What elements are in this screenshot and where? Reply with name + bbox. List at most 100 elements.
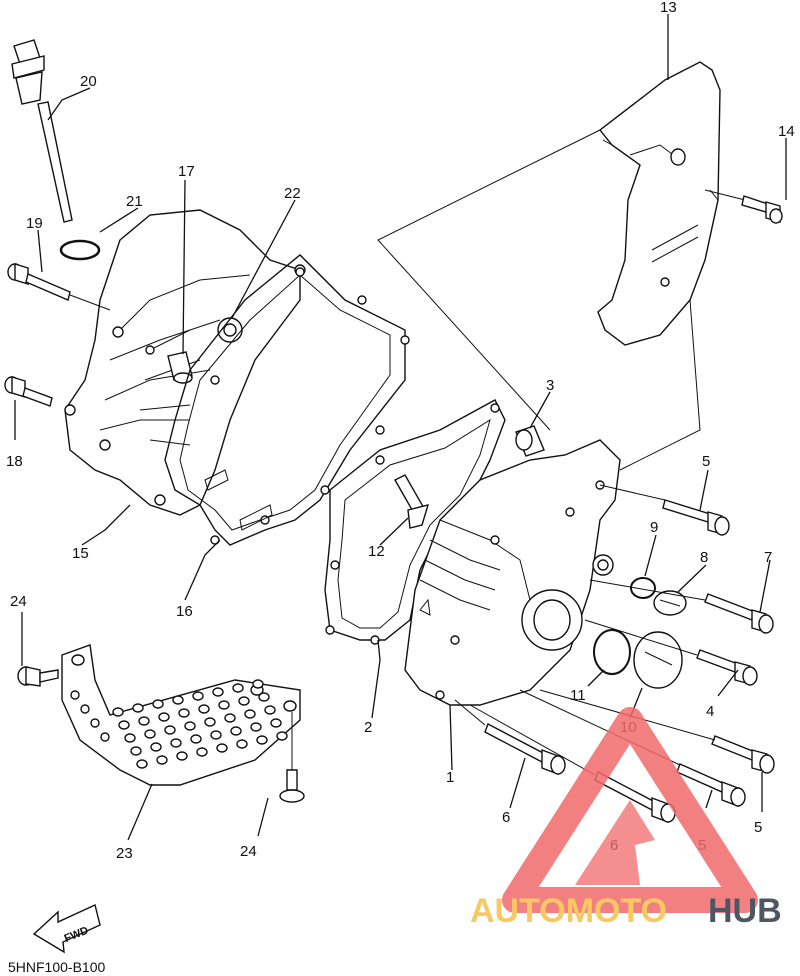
callout-9-label: 9 <box>650 519 658 536</box>
callout-21: 21 <box>126 193 143 210</box>
callout-7-label: 7 <box>764 549 772 566</box>
callout-24-right: 24 <box>240 843 257 860</box>
skid-plate-hole <box>210 730 222 740</box>
skid-plate-hole <box>156 755 168 765</box>
skid-plate-hole <box>258 692 270 702</box>
bolt-part-18 <box>4 376 53 407</box>
bolt-part-14 <box>704 189 783 224</box>
callout-14: 14 <box>778 123 795 140</box>
skid-plate-hole <box>192 691 204 701</box>
skid-plate-hole <box>264 705 276 715</box>
skid-plate-hole <box>164 725 176 735</box>
diagram-code: 5HNF100-B100 <box>8 959 105 975</box>
o-ring-part-21 <box>59 239 101 261</box>
o-ring-part-9 <box>630 577 656 599</box>
bolt-part-5-mid <box>711 735 775 774</box>
callout-1: 1 <box>446 769 454 786</box>
watermark-text-part2: HUB <box>708 892 782 930</box>
dipstick-part <box>11 39 73 223</box>
skid-plate-hole <box>172 695 184 705</box>
leader-lines <box>14 14 787 841</box>
callout-23: 23 <box>116 845 133 862</box>
skid-plate-hole <box>230 726 242 736</box>
skid-plate-hole <box>218 700 230 710</box>
plug-part-10 <box>633 631 683 689</box>
callout-5-right: 5 <box>754 819 762 836</box>
skid-plate-hole <box>130 746 142 756</box>
watermark-text-part1: AUTOMOTO <box>470 892 667 930</box>
skid-plate-hole <box>144 729 156 739</box>
callout-4: 4 <box>706 703 714 720</box>
callout-22: 22 <box>284 185 301 202</box>
callout-17: 17 <box>178 163 195 180</box>
callout-16: 16 <box>176 603 193 620</box>
skid-plate-hole <box>236 739 248 749</box>
skid-plate-hole <box>250 722 262 732</box>
skid-plate-hole <box>178 708 190 718</box>
skid-plate-hole <box>80 704 90 714</box>
fwd-arrow-icon: FWD <box>32 904 101 954</box>
skid-plate-hole <box>136 759 148 769</box>
callout-8: 8 <box>700 549 708 566</box>
skid-plate-hole <box>138 716 150 726</box>
callout-6-left: 6 <box>502 809 510 826</box>
skid-plate-hole <box>244 709 256 719</box>
watermark-triangle-icon <box>502 707 758 913</box>
skid-plate-part <box>61 644 301 786</box>
skid-plate-hole <box>150 742 162 752</box>
callout-2: 2 <box>364 719 372 736</box>
skid-plate-hole <box>152 699 164 709</box>
watermark-logo: AUTOMOTO HUB <box>470 707 782 930</box>
skid-plate-hole <box>70 690 80 700</box>
bolt-part-24-left <box>17 666 59 687</box>
skid-plate-hole <box>190 734 202 744</box>
dowel-part-3 <box>515 425 545 457</box>
callout-13: 13 <box>660 0 677 16</box>
skid-plate-hole <box>216 743 228 753</box>
callout-5-top: 5 <box>702 453 710 470</box>
skid-plate-hole <box>112 707 124 717</box>
bolt-part-5-low <box>676 763 746 808</box>
skid-plate-hole <box>252 679 264 689</box>
bracket-part-12 <box>394 474 430 529</box>
callout-19: 19 <box>26 215 43 232</box>
skid-plate-hole <box>276 731 288 741</box>
skid-plate-hole <box>238 696 250 706</box>
skid-plate-hole <box>158 712 170 722</box>
callout-15: 15 <box>72 545 89 562</box>
skid-plate-hole <box>232 683 244 693</box>
crankcase-cover-part-1 <box>404 439 621 706</box>
skid-plate-hole <box>184 721 196 731</box>
plug-part-8 <box>653 590 687 616</box>
bolt-part-19 <box>7 263 111 311</box>
callout-24-left: 24 <box>10 593 27 610</box>
skid-plate-hole <box>100 732 110 742</box>
skid-plate-hole <box>204 717 216 727</box>
bolt-part-6-left <box>484 723 566 776</box>
bolt-part-4 <box>696 649 758 686</box>
bolt-part-24-right <box>279 712 305 803</box>
skid-plate-hole <box>256 735 268 745</box>
skid-plate-hole <box>90 718 100 728</box>
callout-12: 12 <box>368 543 385 560</box>
callout-11: 11 <box>570 687 586 704</box>
dowel-part-17 <box>167 351 193 384</box>
skid-plate-hole <box>198 704 210 714</box>
o-ring-part-11 <box>593 629 631 675</box>
sprocket-cover-part <box>597 61 721 346</box>
bolt-part-5-top <box>662 499 730 536</box>
skid-plate-hole <box>118 720 130 730</box>
skid-plate-hole <box>196 747 208 757</box>
assembly-line <box>377 129 701 471</box>
skid-plate-hole <box>270 718 282 728</box>
gasket-part-16 <box>164 254 410 546</box>
skid-plate-hole <box>176 751 188 761</box>
skid-plate-hole <box>124 733 136 743</box>
callout-18: 18 <box>6 453 23 470</box>
callout-20: 20 <box>80 73 97 90</box>
bolt-part-7 <box>704 593 774 634</box>
callout-3: 3 <box>546 377 554 394</box>
skid-plate-hole <box>212 687 224 697</box>
skid-plate-hole <box>132 703 144 713</box>
